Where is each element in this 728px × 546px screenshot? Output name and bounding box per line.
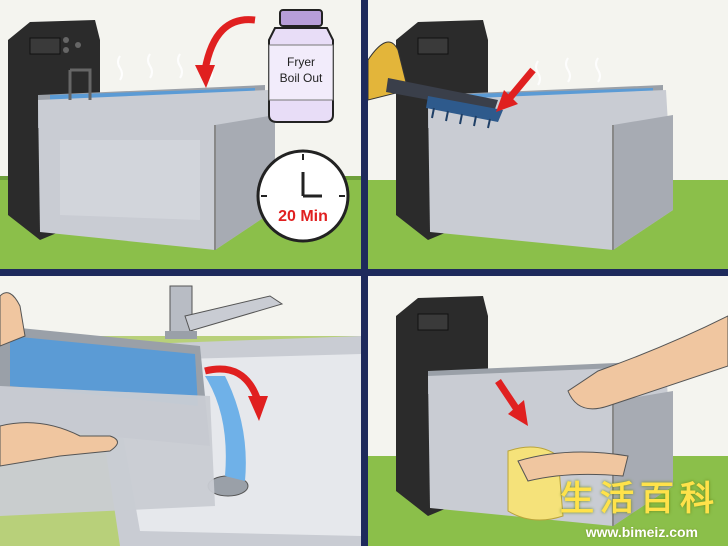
hand-left <box>0 292 26 347</box>
hand-right <box>0 422 118 467</box>
scrub-arrow <box>505 67 536 103</box>
step-3-panel <box>0 276 361 546</box>
fryer-basket <box>0 326 215 516</box>
bottle-label-line2: Boil Out <box>280 71 323 85</box>
wipe-arrow <box>495 379 521 413</box>
step-1-panel: Fryer Boil Out 20 Min <box>0 0 361 269</box>
faucet <box>165 285 284 339</box>
boil-out-bottle: Fryer Boil Out <box>268 9 334 123</box>
watermark-brand: 生活百科 <box>560 479 720 519</box>
arm <box>567 315 728 410</box>
timer-clock: 20 Min <box>256 149 350 243</box>
scrub-brush <box>368 41 503 129</box>
watermark-url: www.bimeiz.com <box>585 524 698 540</box>
pour-arrow <box>201 16 256 71</box>
hand <box>517 451 629 482</box>
step-2-panel <box>368 0 728 269</box>
pour-arrow <box>204 365 262 403</box>
timer-label: 20 Min <box>278 208 328 225</box>
bottle-label-line1: Fryer <box>287 55 315 69</box>
deep-fryer <box>8 20 275 250</box>
water-stream <box>205 376 246 481</box>
step-4-panel: 生活百科 www.bimeiz.com <box>368 276 728 546</box>
